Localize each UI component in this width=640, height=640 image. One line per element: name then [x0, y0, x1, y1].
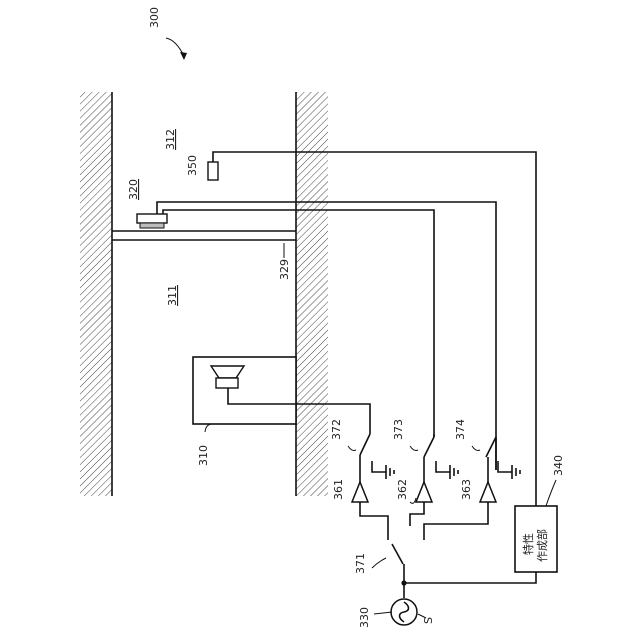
leader-310: [205, 424, 212, 432]
ground-372: [372, 461, 394, 479]
leader-373: [410, 446, 418, 451]
microphone-320: [137, 214, 167, 223]
ground-374: [498, 461, 520, 479]
label-310: 310: [197, 445, 210, 466]
ref-arrowhead-300: [180, 52, 187, 60]
label-362: 362: [396, 479, 409, 500]
switch-371[interactable]: [392, 544, 403, 564]
switch-372[interactable]: [360, 434, 370, 455]
leader-374: [472, 446, 480, 451]
leader-372: [348, 446, 356, 451]
left-wall: [80, 92, 112, 496]
label-311: 311: [166, 285, 179, 306]
figure-ref-300: 300: [148, 7, 161, 28]
speaker-box-310: [193, 357, 296, 424]
switch-373[interactable]: [424, 437, 434, 457]
wire-source-unit: [404, 572, 536, 583]
unit-text-line-1: 特性: [521, 533, 535, 555]
microphone-base: [140, 223, 164, 228]
wire-amp2-in: [410, 502, 424, 526]
label-329: 329: [278, 259, 291, 280]
wire-amp1-in: [360, 502, 388, 540]
leader-340: [546, 480, 556, 506]
leader-330: [374, 612, 392, 614]
label-350: 350: [186, 155, 199, 176]
label-373: 373: [392, 419, 405, 440]
label-361: 361: [332, 479, 345, 500]
label-320: 320: [127, 179, 140, 200]
amplifier-362: [416, 482, 432, 502]
sensor-350: [208, 162, 218, 180]
wire-amp3-in: [424, 502, 488, 540]
label-330: 330: [358, 607, 371, 628]
label-374: 374: [454, 419, 467, 440]
label-371: 371: [354, 553, 367, 574]
switch-374[interactable]: [486, 437, 496, 457]
label-312: 312: [164, 129, 177, 150]
label-S: S: [422, 617, 435, 624]
label-372: 372: [330, 419, 343, 440]
leader-371: [372, 558, 386, 568]
amplifier-361: [352, 482, 368, 502]
ground-373: [436, 461, 458, 479]
unit-text-line-2: 作成部: [535, 529, 549, 562]
amplifier-363: [480, 482, 496, 502]
label-340: 340: [552, 455, 565, 476]
speaker-magnet: [216, 378, 238, 388]
label-363: 363: [460, 479, 473, 500]
